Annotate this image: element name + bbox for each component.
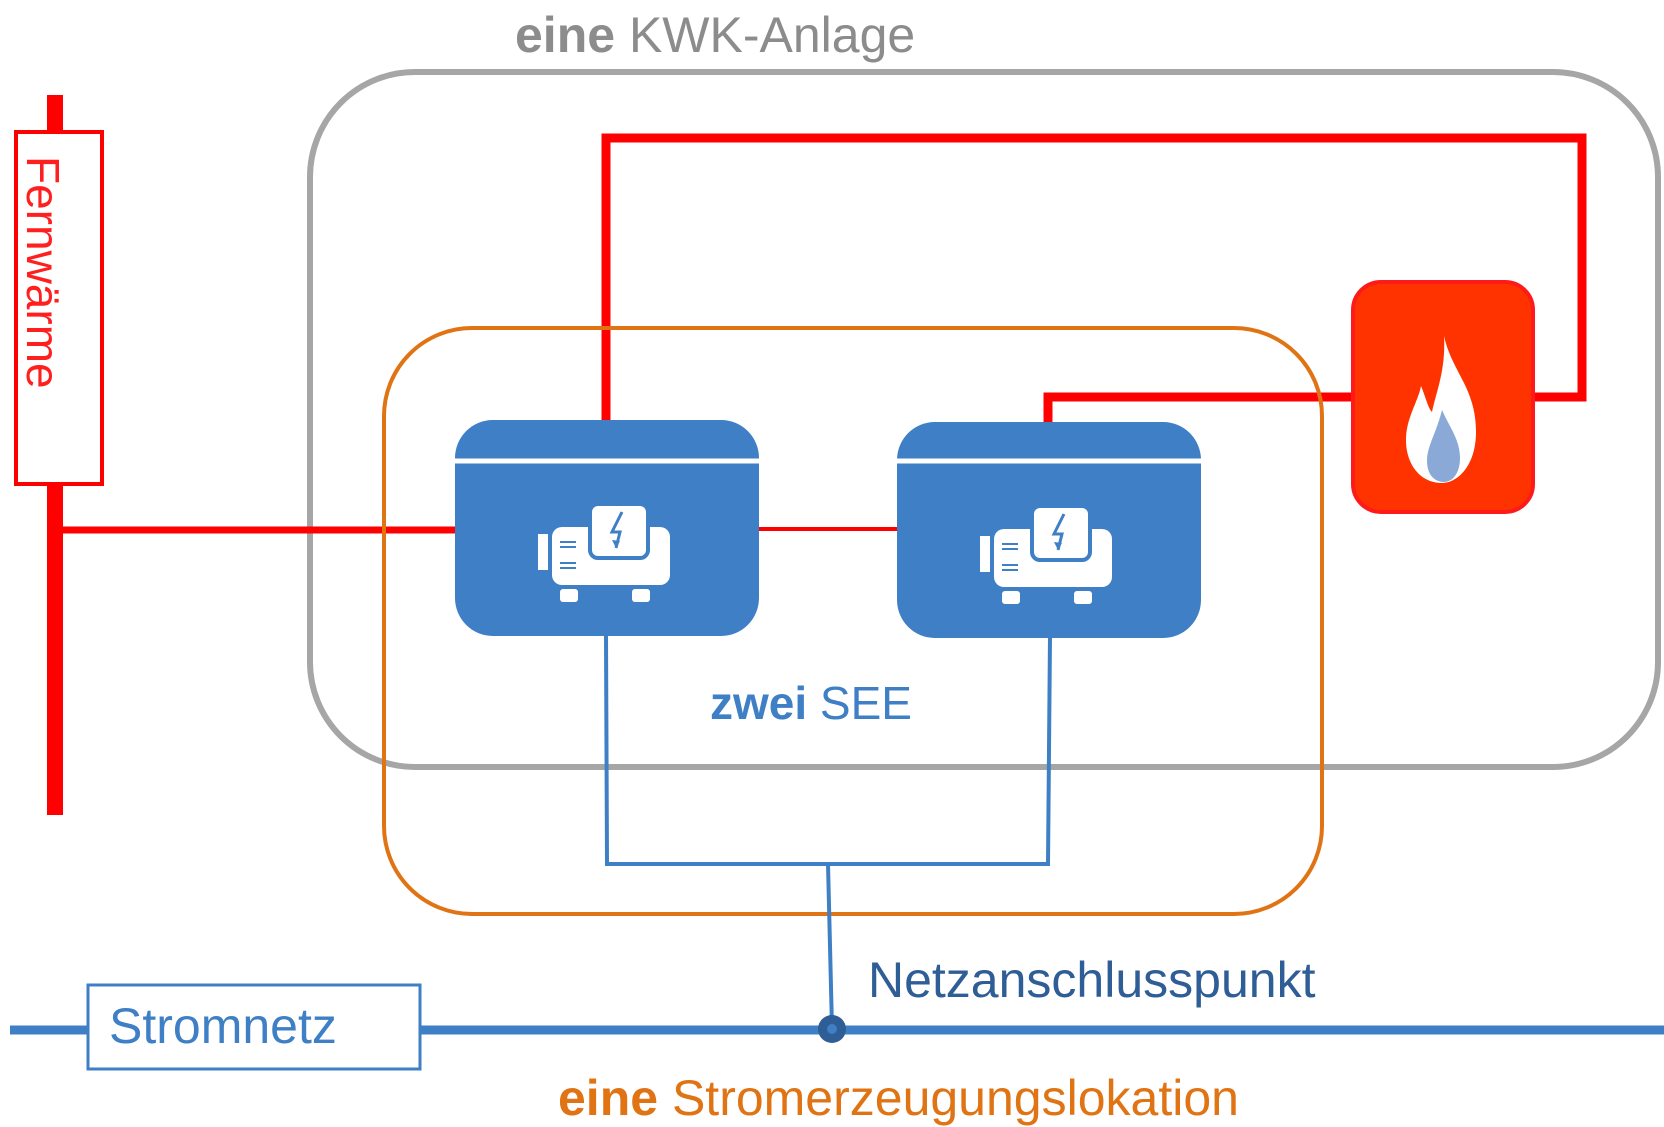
- kwk-frame: [307, 69, 1661, 770]
- generator-2: [897, 422, 1201, 638]
- location-title-bold: eine: [558, 1070, 659, 1126]
- electric-line-feeder: [826, 863, 834, 1029]
- power-grid-label: Stromnetz: [109, 998, 337, 1054]
- see-title-rest: SEE: [807, 677, 912, 729]
- heat-loop: [601, 133, 1587, 420]
- electric-line-left: [604, 635, 828, 866]
- see-title-bold: zwei: [710, 677, 808, 729]
- generator-1: [455, 420, 759, 636]
- flame-icon: [1406, 336, 1476, 483]
- location-title-rest: Stromerzeugungslokation: [658, 1070, 1239, 1126]
- electric-line-right: [828, 635, 1052, 866]
- power-grid-label-box: [86, 983, 422, 1071]
- see-title: zwei SEE: [710, 680, 912, 726]
- kwk-title: eine KWK-Anlage: [515, 10, 915, 60]
- district-heating-label: Fernwärme: [17, 156, 69, 389]
- location-frame: [382, 326, 1324, 916]
- heat-link-boiler: [1043, 392, 1355, 422]
- kwk-title-bold: eine: [515, 7, 616, 63]
- location-title: eine Stromerzeugungslokation: [558, 1073, 1239, 1123]
- district-heating-label-box: [14, 130, 104, 486]
- grid-connection-point-label: Netzanschlusspunkt: [868, 952, 1316, 1008]
- kwk-title-rest: KWK-Anlage: [615, 7, 916, 63]
- boiler: [1351, 280, 1535, 514]
- generator-icon: [538, 502, 670, 602]
- generator-icon: [980, 504, 1112, 604]
- grid-connection-node-inner: [827, 1024, 837, 1034]
